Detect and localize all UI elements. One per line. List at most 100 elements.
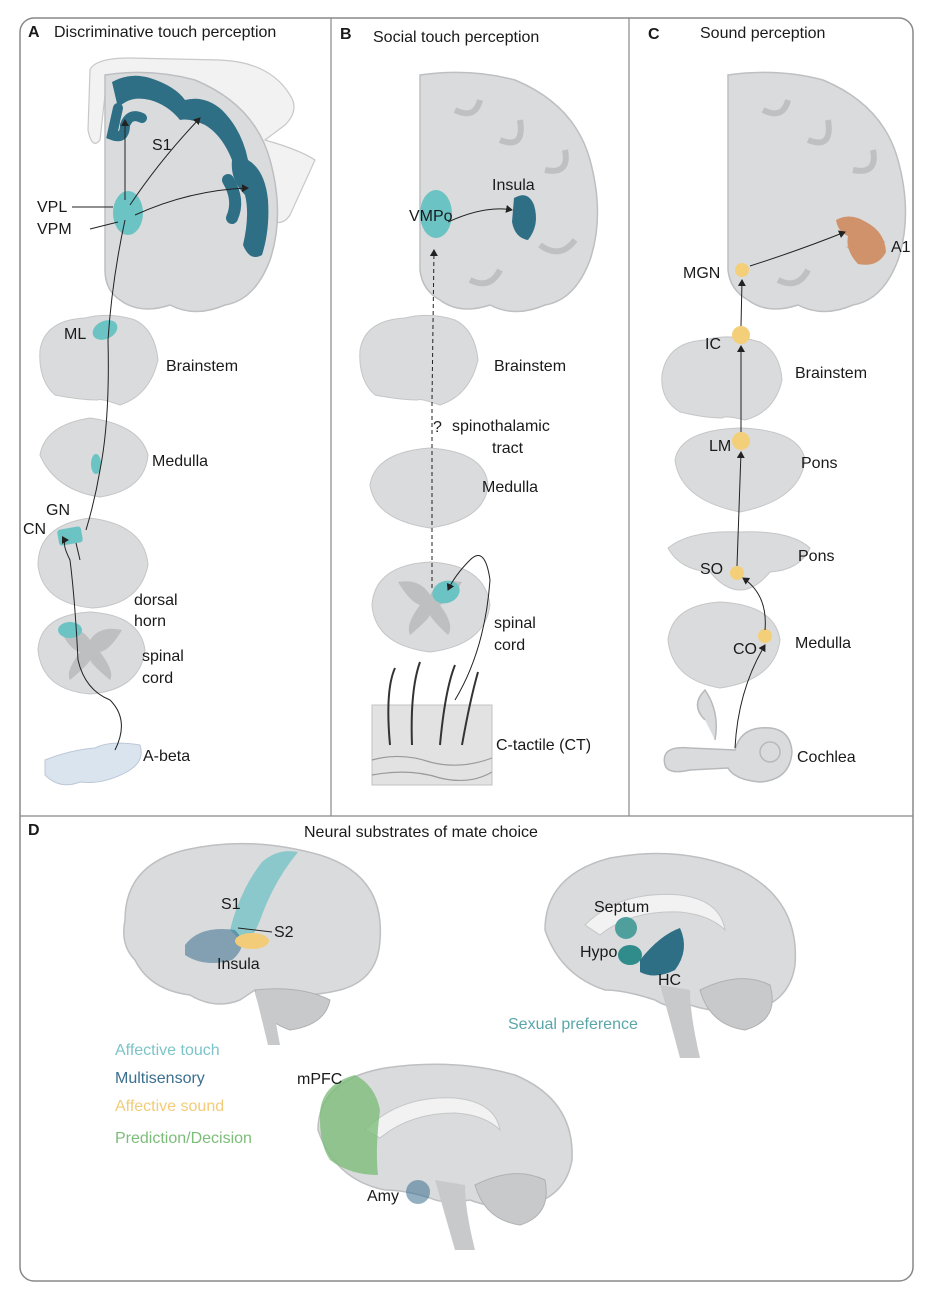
d-label-amy: Amy [367,1188,399,1205]
brainstem-section-c [661,336,783,421]
so-nucleus [730,566,744,580]
d-label-sexual-preference: Sexual preference [508,1016,638,1033]
medulla-section-c [667,601,781,689]
panel-b-illustration [359,71,599,786]
brainstem-section-a [39,314,159,406]
a-label-horn: horn [134,613,167,630]
panel-d-title: Neural substrates of mate choice [304,824,538,841]
s1-cortex-fold [222,174,242,224]
hypothalamus-region [618,945,642,965]
skin-layers [371,755,493,782]
c-label-ic: IC [705,336,721,353]
c-pathway-co-so [742,577,766,631]
sagittal-brain-bottom [317,1063,573,1208]
hand-sketch [44,742,142,786]
legend-item-prediction-decision: Prediction/Decision [115,1130,252,1147]
b-label-vmpo: VMPo [409,208,453,225]
mgn-nucleus [735,263,749,277]
b-label-cord: cord [494,637,526,654]
brain-folds-c [761,99,886,287]
c-label-cochlea: Cochlea [797,749,856,766]
d-label-s1: S1 [221,896,241,913]
b-pathway-vmpo-insula [447,204,513,223]
cerebellum-bottom [474,1173,547,1226]
dorsal-horn-nucleus [58,622,82,638]
legend-item-multisensory: Multisensory [115,1070,205,1087]
a-pathway-ascending [61,536,122,751]
a-label-cord: cord [142,670,174,687]
c-label-co: CO [733,641,757,658]
brainstem-section-b [359,314,479,406]
a-label-cn: CN [23,521,47,538]
b-label-insula: Insula [492,177,535,194]
a-pathway-medulla-to-ml [85,219,126,531]
brainstem-sagittal [660,985,700,1058]
insula-region [512,195,536,240]
panel-a-title: Discriminative touch perception [54,24,277,41]
brain-folds-b [453,99,578,287]
insula-lateral [185,929,242,964]
d-label-septum: Septum [594,899,650,916]
a-label-spinal: spinal [142,648,184,665]
corpus-callosum [584,893,726,936]
vpl-vpm-nucleus [113,191,143,235]
panel-b-title: Social touch perception [373,29,540,46]
a-label-abeta: A-beta [143,748,191,765]
d-label-insula: Insula [217,956,260,973]
cerebellum-sagittal [699,978,773,1031]
a-label-vpl: VPL [37,199,68,216]
b-label-tract: tract [492,440,524,457]
a1-region [836,216,886,265]
a-pathway-cn [75,542,81,561]
vpm-leader [89,221,119,230]
b-label-question: ? [433,419,442,436]
b-label-ct: C-tactile (CT) [496,737,592,754]
cochlea-spiral [759,741,781,763]
c-label-medulla: Medulla [795,635,852,652]
skin-hairs [387,661,479,746]
medulla-nucleus-a [91,454,101,474]
s2-lateral [235,933,269,949]
legend-item-affective-touch: Affective touch [115,1042,220,1059]
s1-cortex-strip [112,75,269,258]
mpfc-region [319,1075,380,1175]
d-label-mpfc: mPFC [297,1071,343,1088]
panel-a-illustration [37,57,316,786]
c-label-pons-2: Pons [798,548,835,565]
b-label-spinothalamic: spinothalamic [452,418,550,435]
a-label-dorsal: dorsal [134,592,178,609]
ic-nucleus [732,326,750,344]
c-pathway-mgn-a1 [749,230,846,267]
d-label-hc: HC [658,972,682,989]
b-label-brainstem: Brainstem [494,358,567,375]
cochlea-shape [663,688,793,783]
b-label-medulla: Medulla [482,479,539,496]
a-label-gn: GN [46,502,70,519]
c-pathway-so-lm [736,451,745,567]
a-pathway-to-s1-3 [134,184,249,216]
skin-block [371,704,493,786]
ml-nucleus [92,320,118,340]
medulla-section-b [369,447,489,529]
c-pathway-cochlea-co [734,644,766,749]
brainstem-bottom [435,1180,475,1250]
panel-c-illustration [661,71,907,783]
a-label-ml: ML [64,326,87,343]
c-label-pons-1: Pons [801,455,838,472]
b-pathway-spinothalamic [429,249,438,588]
panel-b-letter: B [340,26,352,43]
hippocampus-region [640,928,684,976]
panel-c-title: Sound perception [700,25,826,42]
brainstem-lateral [255,992,280,1045]
corpus-callosum-bottom [364,1097,501,1139]
b-pathway-skin-to-cord [446,555,491,701]
s2-leader [237,927,273,933]
vmpo-nucleus [420,190,452,238]
panel-c-letter: C [648,26,660,43]
a-label-medulla: Medulla [152,453,209,470]
panel-d-letter: D [28,822,40,839]
c-label-brainstem: Brainstem [795,365,868,382]
panel-a-letter: A [28,24,40,41]
amygdala-region [406,1180,430,1204]
